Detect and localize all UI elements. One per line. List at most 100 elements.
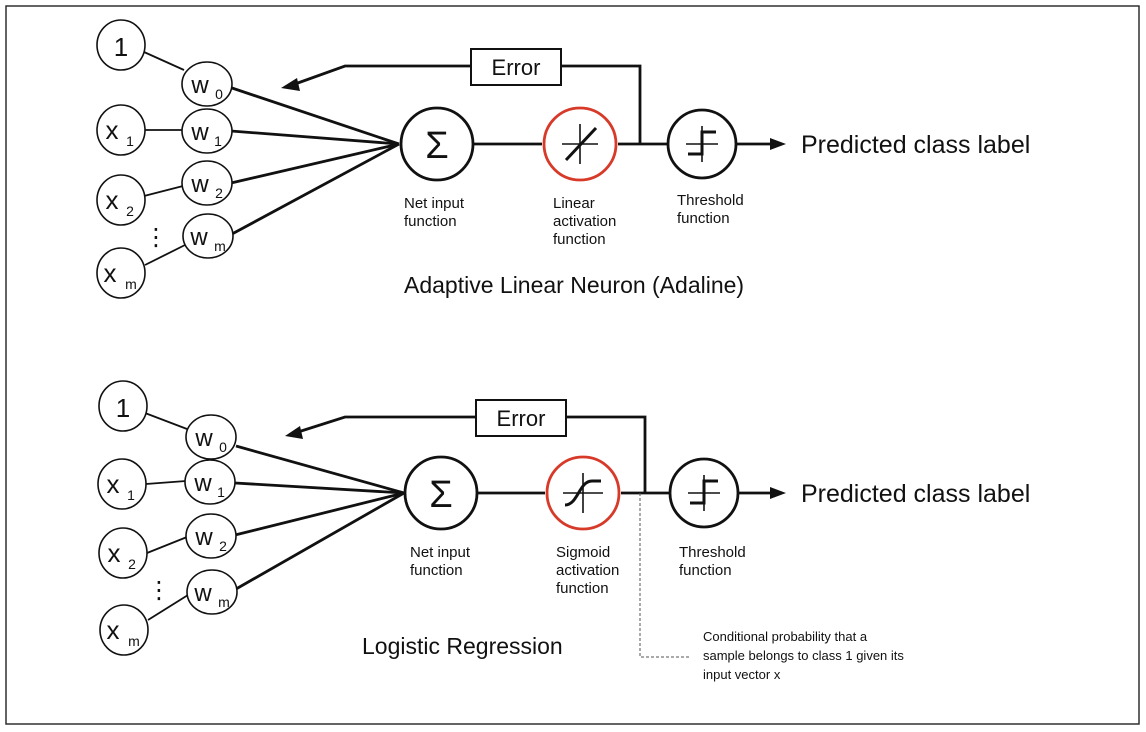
input-node-bias (98, 380, 148, 432)
weight-sub-1: 1 (217, 484, 225, 500)
error-arrowhead (285, 426, 303, 439)
threshold-label-line-2: function (677, 210, 730, 227)
activation-label-line-3: function (556, 580, 609, 597)
weight-label-2: w (194, 524, 213, 551)
edge-x2-w2 (146, 536, 188, 554)
weight-sub-0: 0 (215, 86, 223, 102)
net-input-label-line-2: function (404, 213, 457, 230)
activation-label-line-1: Linear (553, 195, 595, 212)
net-input-node (399, 106, 475, 182)
edge-xm-wm (144, 244, 186, 266)
edge-wm-sum (231, 142, 400, 236)
weight-label-0: w (190, 72, 209, 99)
input-sub-2: 2 (126, 203, 134, 219)
output-arrowhead (770, 487, 786, 499)
input-node-x1 (97, 458, 147, 510)
input-node-x1 (96, 104, 146, 156)
weight-label-1: w (190, 119, 209, 146)
output-label: Predicted class label (801, 131, 1030, 159)
net-input-label-line-1: Net input (410, 544, 471, 561)
weight-sub-3: m (214, 238, 226, 254)
input-label-3: x (107, 615, 120, 645)
activation-label-line-1: Sigmoid (556, 544, 610, 561)
error-label: Error (497, 406, 546, 431)
edge-xm-wm (147, 594, 189, 621)
weight-sub-2: 2 (215, 185, 223, 201)
edge-w0-sum (235, 444, 405, 495)
edge-w2-sum (234, 491, 405, 537)
input-node-bias (96, 19, 146, 71)
weight-sub-0: 0 (219, 439, 227, 455)
figure-border (5, 5, 1140, 725)
input-node-xm (96, 247, 146, 299)
net-input-node (403, 455, 479, 531)
sigma-icon: Σ (425, 125, 449, 167)
note-connector (639, 493, 690, 658)
output-label: Predicted class label (801, 480, 1030, 508)
note-line-1: Conditional probability that a (703, 629, 868, 644)
sigmoid-icon (563, 473, 603, 513)
weight-node-w0 (185, 414, 237, 460)
panel-title: Adaptive Linear Neuron (Adaline) (404, 272, 744, 298)
input-sub-3: m (128, 633, 140, 649)
edge-w0-sum (231, 86, 400, 146)
error-feedback-right (561, 64, 642, 144)
activation-label-line-2: activation (556, 562, 619, 579)
edge-w1-sum (234, 481, 405, 495)
error-feedback-right (566, 415, 647, 493)
activation-label-line-3: function (553, 231, 606, 248)
error-feedback-left (297, 415, 476, 434)
weight-node-w2 (181, 160, 233, 206)
input-sub-3: m (125, 276, 137, 292)
weight-node-w0 (181, 61, 233, 107)
weight-node-wm (182, 213, 234, 259)
error-label: Error (492, 55, 541, 80)
input-sub-1: 1 (127, 487, 135, 503)
edge-input-1-w0 (143, 51, 185, 71)
input-node-xm (99, 604, 149, 656)
note-line-2: sample belongs to class 1 given its (703, 648, 904, 663)
edge-w2-sum (230, 142, 400, 185)
input-label-1: x (107, 469, 120, 499)
input-label-0: 1 (114, 32, 128, 62)
step-function-icon (688, 475, 720, 511)
activation-label-line-2: activation (553, 213, 616, 230)
weight-node-w2 (185, 513, 237, 559)
ellipsis: ⋮ (147, 577, 171, 604)
edge-w1-sum (230, 129, 400, 146)
weight-node-w1 (184, 459, 236, 505)
panel-adaline: 1 x 1 x 2 x m ⋮ w 0 w 1 w 2 w m Erro (96, 19, 1030, 299)
threshold-label-line-1: Threshold (679, 544, 746, 561)
ellipsis: ⋮ (144, 224, 168, 251)
error-feedback-left (294, 64, 471, 86)
edge-wm-sum (235, 491, 405, 591)
error-box (475, 399, 567, 437)
input-node-x2 (98, 527, 148, 579)
input-sub-1: 1 (126, 133, 134, 149)
threshold-label-line-1: Threshold (677, 192, 744, 209)
panel-logistic-regression: 1 x 1 x 2 x m ⋮ w 0 w 1 w 2 w m Erro (97, 380, 1030, 682)
sigma-icon: Σ (429, 474, 453, 516)
weight-label-1: w (193, 470, 212, 497)
weight-node-wm (186, 569, 238, 615)
step-function-icon (686, 126, 718, 162)
weight-sub-1: 1 (214, 133, 222, 149)
input-node-x2 (96, 174, 146, 226)
net-input-label-line-1: Net input (404, 195, 465, 212)
note-line-3: input vector x (703, 667, 781, 682)
weight-label-2: w (190, 171, 209, 198)
threshold-label-line-2: function (679, 562, 732, 579)
error-arrowhead (281, 78, 300, 91)
edge-x2-w2 (143, 185, 184, 197)
input-label-2: x (106, 185, 119, 215)
edge-input-1-w0 (144, 412, 188, 430)
weight-label-0: w (194, 425, 213, 452)
error-box (470, 48, 562, 86)
linear-activation-icon (562, 124, 598, 164)
weight-sub-3: m (218, 594, 230, 610)
input-label-1: x (106, 115, 119, 145)
net-input-label-line-2: function (410, 562, 463, 579)
input-sub-2: 2 (128, 556, 136, 572)
